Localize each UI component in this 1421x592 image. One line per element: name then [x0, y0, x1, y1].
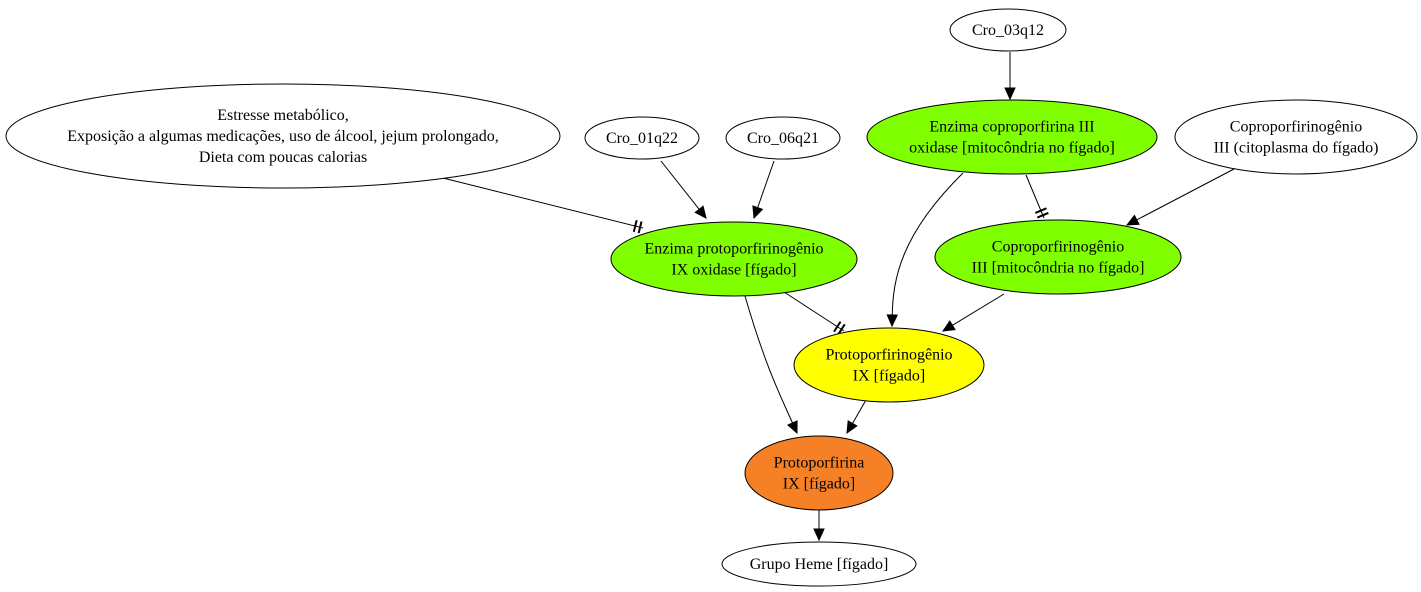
- node-ellipse: [610, 221, 858, 297]
- node-label: Coproporfirinogênio: [992, 239, 1124, 256]
- edge-copro_mito-to-protogen: [941, 293, 1005, 332]
- node-label: IX oxidase [fígado]: [671, 262, 796, 279]
- node-label: Coproporfirinogênio: [1230, 119, 1362, 136]
- node-label: IX [fígado]: [853, 368, 925, 385]
- arrowhead-icon: [787, 420, 798, 435]
- node-estresse: Estresse metabólico, Exposição a algumas …: [5, 83, 561, 189]
- node-ellipse: [934, 219, 1182, 295]
- edge-enz_proto-to-protoporf: [744, 295, 798, 435]
- inhibition-bar-icon: [837, 323, 846, 335]
- edge-line: [757, 160, 775, 208]
- edge-line: [660, 160, 700, 210]
- node-cro03q12: Cro_03q12: [949, 8, 1067, 52]
- node-cro01q22: Cro_01q22: [584, 116, 700, 160]
- edge-enz_copro-to-protogen: [886, 172, 964, 328]
- edge-copro_cito-to-copro_mito: [1125, 168, 1235, 226]
- node-ellipse: [584, 116, 700, 160]
- edge-line: [852, 399, 867, 424]
- edge-line: [442, 177, 644, 229]
- arrowhead-icon: [813, 528, 825, 542]
- edge-line: [1136, 168, 1235, 221]
- node-ellipse: [949, 8, 1067, 52]
- node-label: Estresse metabólico,: [217, 107, 349, 124]
- node-ellipse: [721, 541, 917, 587]
- node-cro06q21: Cro_06q21: [725, 116, 841, 160]
- arrowhead-icon: [886, 314, 899, 328]
- edge-cro01q22-to-enz_proto: [660, 160, 707, 219]
- node-label: Dieta com poucas calorias: [199, 149, 367, 166]
- edge-line: [1025, 174, 1045, 219]
- edge-cro03q12-to-enz_copro: [1004, 52, 1016, 101]
- node-label: IX [fígado]: [783, 476, 855, 493]
- node-enz_copro: Enzima coproporfirina III oxidase [mitocô…: [866, 99, 1158, 175]
- node-heme: Grupo Heme [fígado]: [721, 541, 917, 587]
- node-label: Grupo Heme [fígado]: [750, 556, 889, 573]
- node-label: Enzima coproporfirina III: [929, 119, 1094, 136]
- edges-layer: [442, 52, 1235, 542]
- edge-line: [783, 291, 845, 332]
- nodes-layer: Estresse metabólico, Exposição a algumas …: [5, 8, 1418, 587]
- edge-protoporf-to-heme: [813, 510, 825, 542]
- arrowhead-icon: [1125, 214, 1140, 226]
- arrowhead-icon: [846, 420, 858, 435]
- node-label: Cro_03q12: [972, 22, 1044, 39]
- edge-enz_proto-to-protogen: [783, 291, 846, 335]
- node-ellipse: [744, 435, 894, 511]
- edge-line: [952, 293, 1005, 326]
- edge-line: [891, 172, 964, 316]
- arrowhead-icon: [1004, 87, 1016, 101]
- node-label: Cro_01q22: [606, 130, 678, 147]
- inhibition-bar-icon: [637, 221, 643, 234]
- node-label: Exposição a algumas medicações, uso de á…: [67, 128, 498, 145]
- edge-protogen-to-protoporf: [846, 399, 867, 435]
- node-ellipse: [793, 327, 985, 403]
- inhibition-bar-icon: [1036, 211, 1049, 219]
- node-label: oxidase [mitocôndria no fígado]: [909, 140, 1115, 157]
- node-label: III (citoplasma do fígado): [1214, 140, 1379, 157]
- inhibition-bar-icon: [632, 219, 638, 233]
- inhibition-bar-icon: [833, 321, 842, 333]
- arrowhead-icon: [694, 205, 707, 219]
- node-ellipse: [725, 116, 841, 160]
- node-ellipse: [1174, 99, 1418, 175]
- edge-line: [744, 295, 793, 424]
- node-label: III [mitocôndria no fígado]: [972, 260, 1145, 277]
- node-label: Cro_06q21: [747, 130, 819, 147]
- edge-cro06q21-to-enz_proto: [752, 160, 775, 220]
- node-ellipse: [5, 83, 561, 189]
- node-enz_proto: Enzima protoporfirinogênio IX oxidase [fí…: [610, 221, 858, 297]
- node-label: Protoporfirinogênio: [825, 347, 952, 364]
- node-label: Protoporfirina: [774, 455, 865, 472]
- inhibition-bar-icon: [1034, 207, 1047, 214]
- edge-enz_copro-to-copro_mito: [1025, 174, 1049, 219]
- node-protoporf: Protoporfirina IX [fígado]: [744, 435, 894, 511]
- edge-estresse-to-enz_proto: [442, 177, 644, 234]
- arrowhead-icon: [752, 205, 764, 220]
- arrowhead-icon: [941, 320, 956, 332]
- node-ellipse: [866, 99, 1158, 175]
- node-label: Enzima protoporfirinogênio: [644, 241, 823, 258]
- node-protogen: Protoporfirinogênio IX [fígado]: [793, 327, 985, 403]
